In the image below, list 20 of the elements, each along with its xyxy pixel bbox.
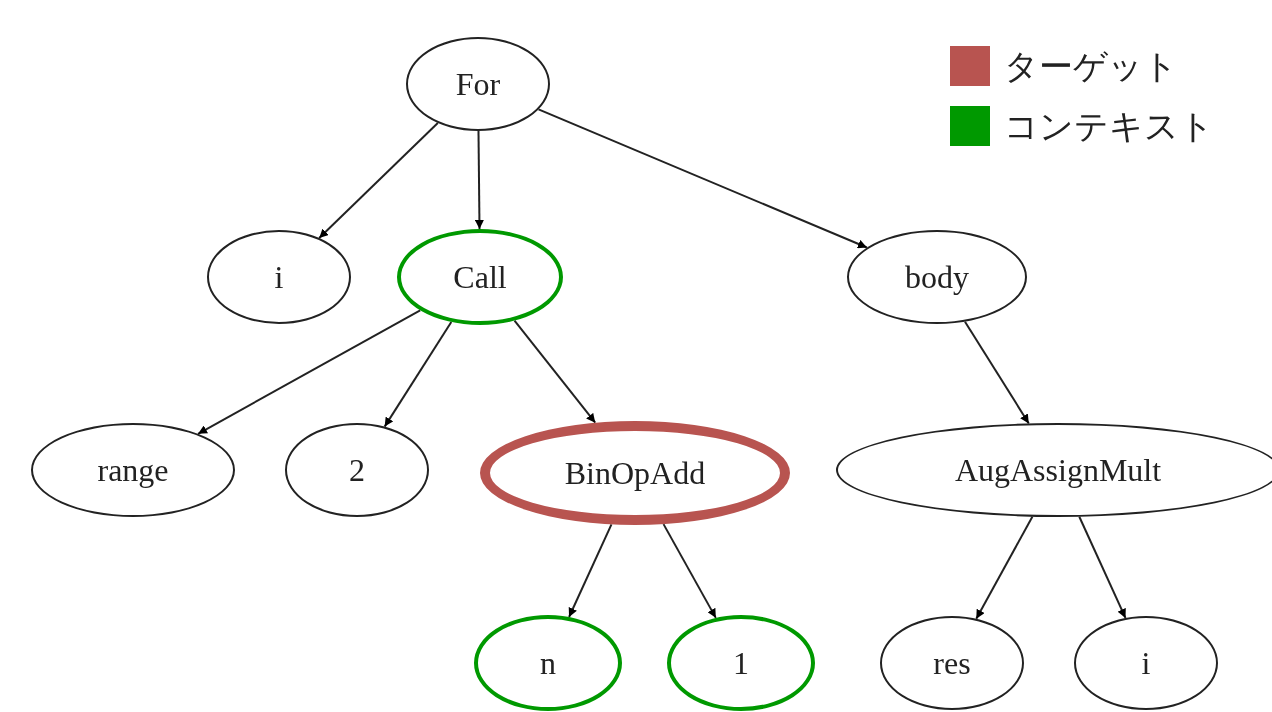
arrow (474, 130, 484, 230)
arrow (197, 309, 422, 435)
node-label: body (905, 258, 969, 297)
arrow (568, 523, 613, 618)
node-label: For (455, 65, 501, 104)
node-label: n (540, 644, 556, 683)
arrow (537, 108, 868, 249)
node-label: i (1141, 644, 1151, 683)
node-label: AugAssignMult (954, 451, 1162, 490)
node-label: res (933, 644, 971, 683)
node-label: Call (453, 258, 507, 297)
node-label: 1 (733, 644, 749, 683)
node-label: 2 (349, 451, 365, 490)
arrow (1078, 515, 1127, 619)
node-label: i (274, 258, 284, 297)
legend-label: コンテキスト (1004, 106, 1214, 146)
node-label: range (97, 451, 169, 490)
node-label: BinOpAdd (564, 454, 706, 493)
arrow (318, 122, 439, 239)
legend-label: ターゲット (1004, 46, 1178, 86)
